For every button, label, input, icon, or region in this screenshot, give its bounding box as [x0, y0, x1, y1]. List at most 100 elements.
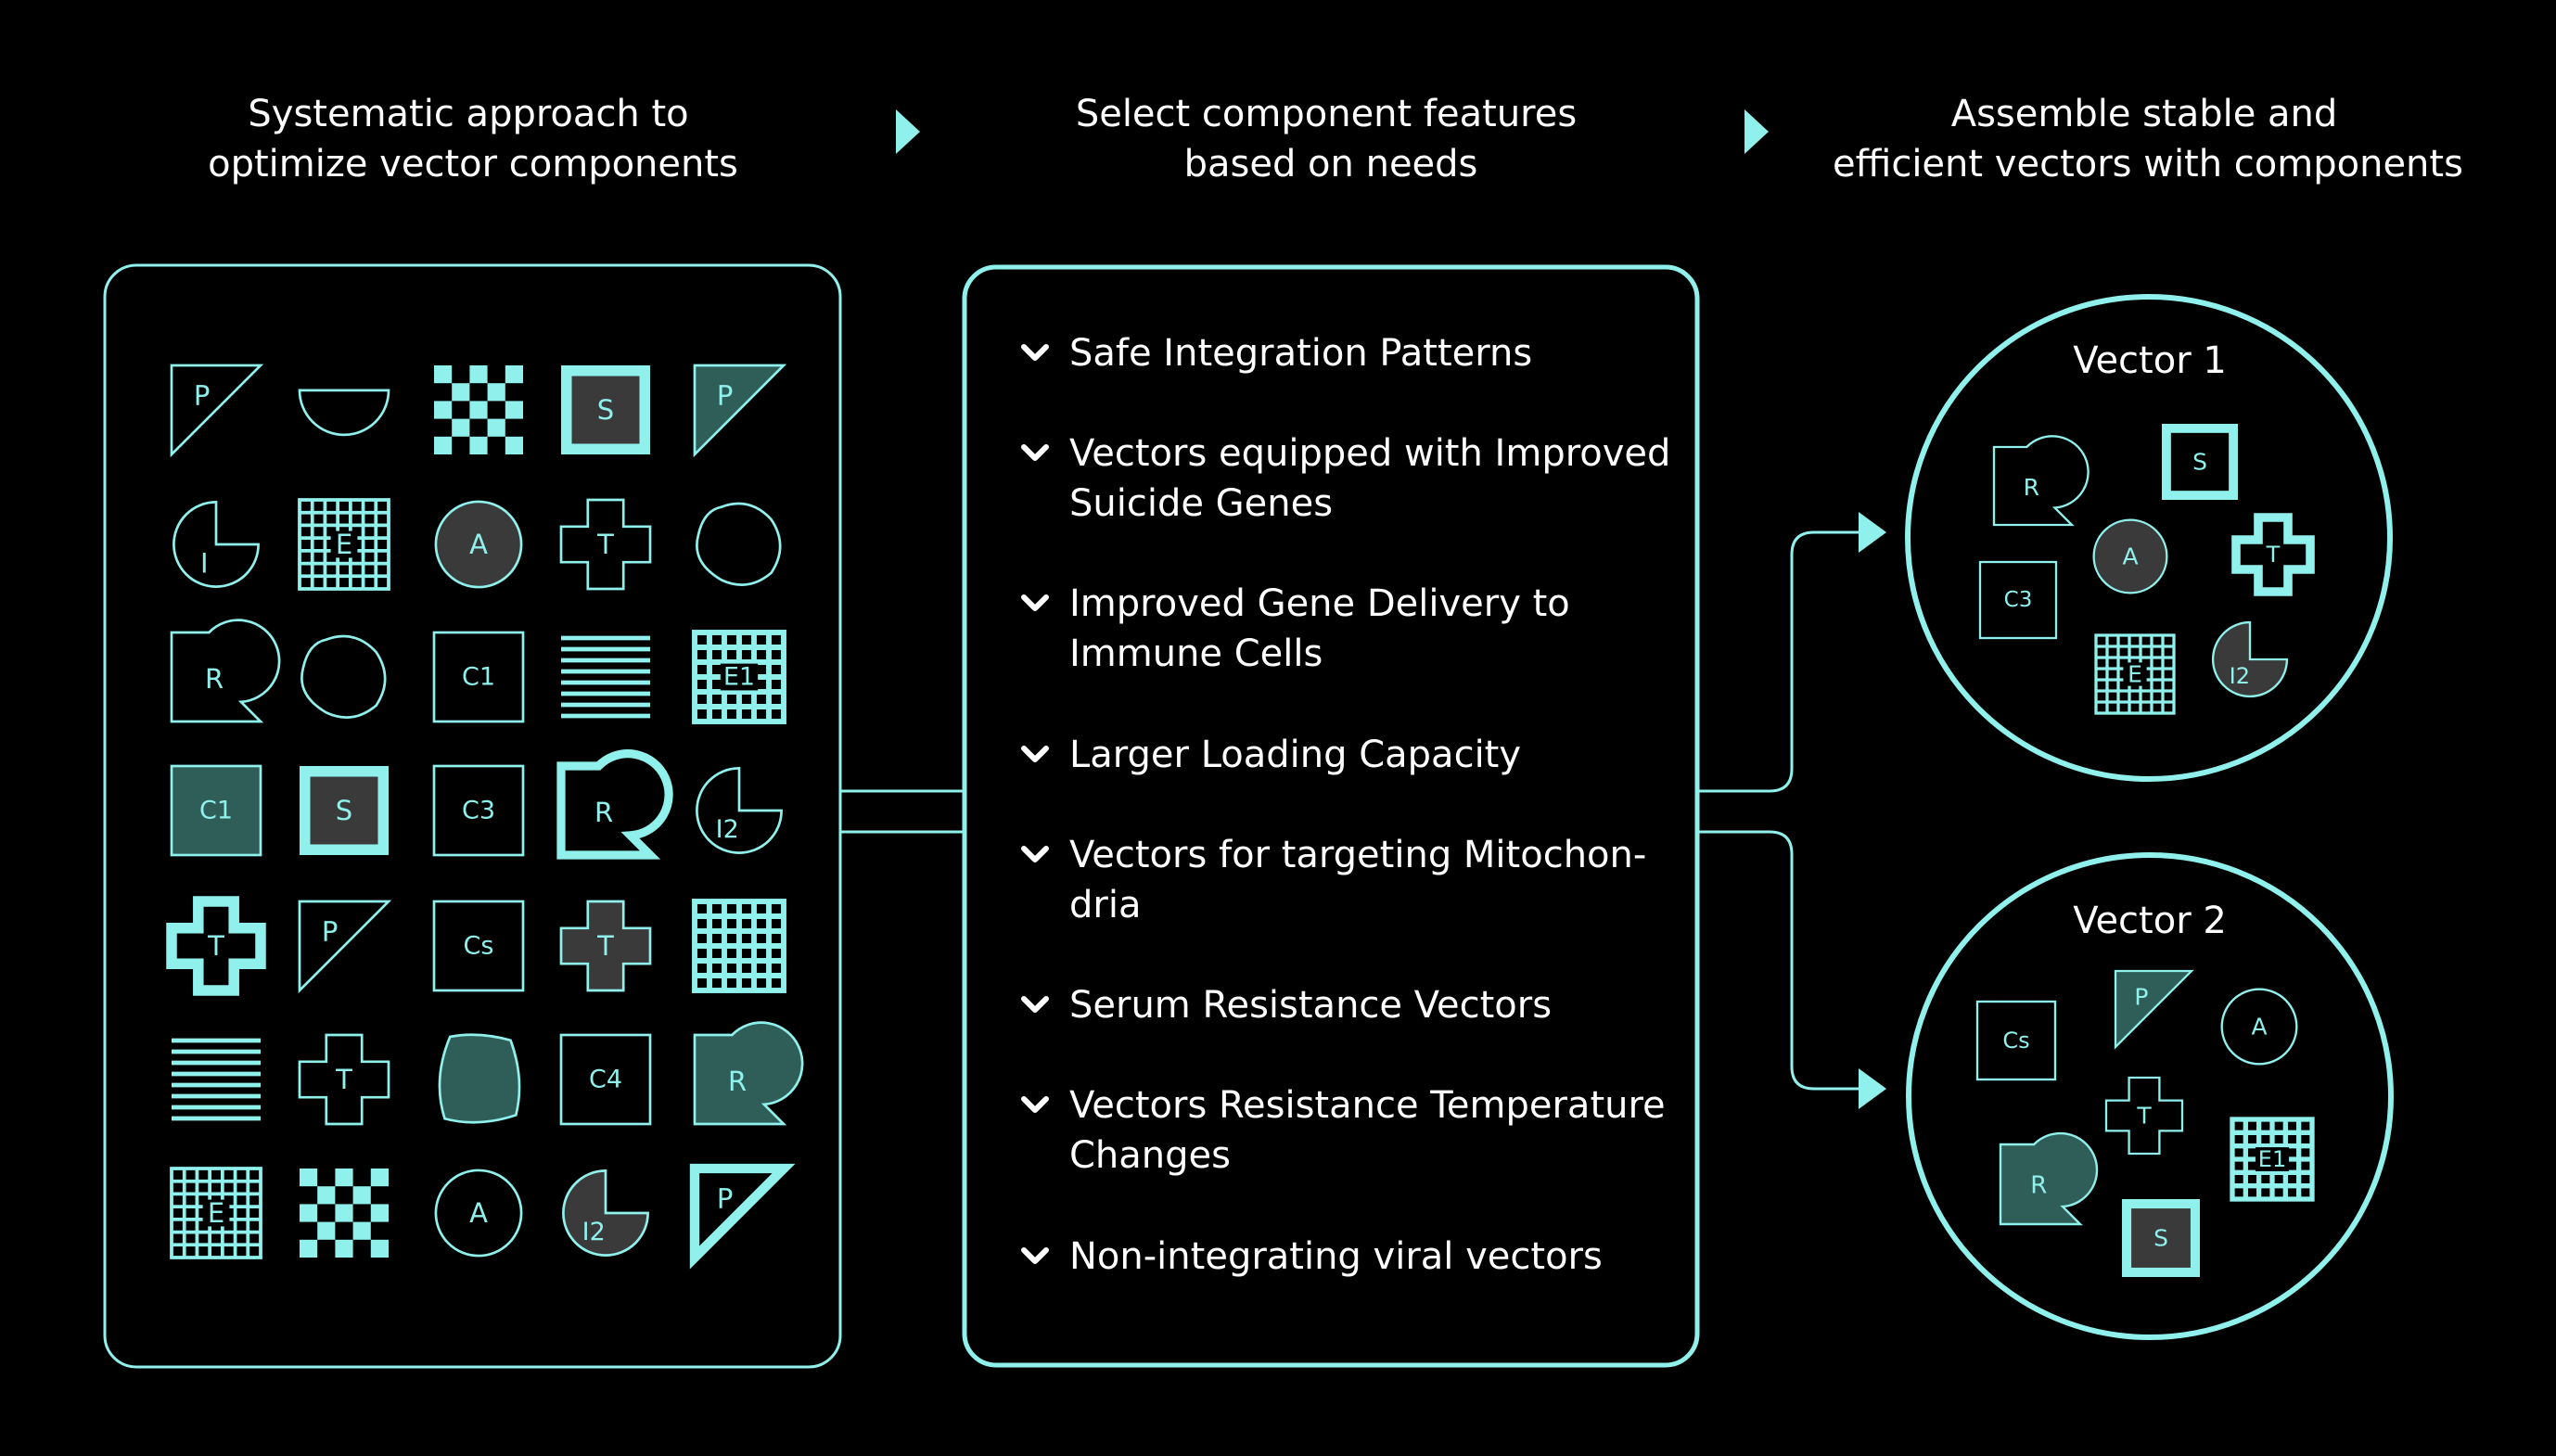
- step-2-line-1: Select component features: [1076, 93, 1577, 135]
- feature-text: Non-integrating viral vectors: [1069, 1235, 1603, 1278]
- feature-text: Serum Resistance Vectors: [1069, 984, 1552, 1027]
- feature-item-4[interactable]: Larger Loading Capacity: [1021, 734, 1521, 776]
- chevron-down-icon[interactable]: [1021, 594, 1049, 611]
- feature-item-6[interactable]: Serum Resistance Vectors: [1021, 984, 1552, 1027]
- library-r6-c2-cross-outline: [298, 1033, 390, 1126]
- vector-2-circle: [1906, 852, 2394, 1340]
- library-r7-c1-grid-border: [170, 1167, 262, 1259]
- library-r6-c3-rounded-square-outline: [438, 1033, 521, 1124]
- library-r1-c3-checker-cell: [469, 436, 488, 454]
- library-r3-c2-blob-icon: [300, 634, 387, 719]
- vector-2-component-3-circle-icon: A: [2220, 988, 2298, 1066]
- chevron-down-icon[interactable]: [1021, 344, 1049, 361]
- chevron-down-icon[interactable]: [1021, 746, 1049, 762]
- library-r1-c3-checker-cell: [505, 401, 523, 419]
- step-header-3: Assemble stable and efficient vectors wi…: [1833, 93, 2463, 185]
- library-r1-c3-checker-cell: [487, 418, 505, 437]
- feature-item-8[interactable]: Non-integrating viral vectors: [1021, 1235, 1603, 1278]
- library-r5-c5-thick-grid-icon: [692, 899, 786, 993]
- library-r2-c3-circle-outline: [434, 500, 523, 589]
- feature-item-1[interactable]: Safe Integration Patterns: [1021, 332, 1532, 375]
- library-r4-c1-square-outline: [170, 764, 262, 857]
- step-1-line-2: optimize vector components: [208, 143, 738, 185]
- vector-1-component-5-label: C3: [2004, 588, 2033, 612]
- library-r7-c5-thick-triangle-icon: P: [689, 1163, 796, 1270]
- feature-text: Safe Integration Patterns: [1069, 332, 1532, 375]
- feature-text: dria: [1069, 884, 1141, 926]
- chevron-down-icon[interactable]: [1021, 1247, 1049, 1264]
- vector-2-component-2-triangle-icon: P: [2114, 969, 2194, 1050]
- step-3-line-2: efficient vectors with components: [1833, 143, 2463, 185]
- vector-2-component-1-square-outline: [1975, 1000, 2057, 1081]
- library-r4-c4-thick-bubble-icon: R: [556, 749, 673, 860]
- vector-2-component-3-circle-outline: [2220, 988, 2298, 1066]
- library-r1-c3-checker-cell: [505, 436, 523, 454]
- library-r5-c1-label: T: [207, 930, 224, 962]
- chevron-down-icon[interactable]: [1021, 996, 1049, 1013]
- vector-1-component-7-pacman-outline: [2211, 620, 2289, 698]
- library-r6-c1-lines-icon: [172, 1038, 261, 1121]
- library-r1-c1-label: P: [194, 380, 211, 412]
- vector-2-component-4-label: T: [2136, 1103, 2152, 1130]
- library-r7-c2-checker-cell: [370, 1169, 389, 1187]
- library-r7-c3-circle-outline: [434, 1169, 523, 1258]
- library-r6-c4-square-icon: C4: [559, 1033, 652, 1126]
- connector-to-vector-1: [1697, 530, 1860, 793]
- vector-1-title: Vector 1: [2073, 339, 2227, 382]
- library-r7-c2-checker-cell: [335, 1169, 353, 1187]
- feature-text: Suicide Genes: [1069, 482, 1333, 525]
- library-r6-c5-bubble-outline: [693, 1021, 804, 1126]
- library-r7-c2-checker-cell: [370, 1204, 389, 1222]
- library-r7-c4-pacman-outline: [562, 1169, 649, 1257]
- library-r3-c4-lines-icon: [561, 635, 650, 719]
- library-r4-c4-label: R: [594, 797, 613, 828]
- vector-1-component-2-label: S: [2192, 449, 2207, 476]
- library-r1-c2-half-circle-outline: [298, 389, 390, 437]
- library-r1-c3-checker-cell: [469, 401, 488, 419]
- library-r1-c5-label: P: [717, 380, 734, 412]
- library-r7-c2-checker-cell: [352, 1221, 371, 1240]
- vector-1-component-7-label: I2: [2230, 663, 2250, 689]
- library-r4-c5-label: I2: [716, 815, 739, 844]
- library-r2-c1-pacman-icon: I: [173, 501, 260, 588]
- library-r2-c3-circle-icon: A: [434, 500, 523, 589]
- vector-1-circle: [1905, 294, 2393, 782]
- vector-2-component-4-cross-outline: [2104, 1076, 2184, 1156]
- library-r1-c5-triangle-icon: P: [693, 364, 787, 458]
- library-r7-c2-checker-icon: [300, 1169, 389, 1258]
- library-r2-c2-grid-label-bg: [330, 530, 358, 558]
- library-r5-c2-triangle-outline: [298, 900, 392, 994]
- vector-2-component-7-label: S: [2153, 1225, 2168, 1252]
- library-r5-c3-label: Cs: [464, 932, 494, 961]
- vector-2-component-1-label: Cs: [2002, 1028, 2029, 1054]
- vector-2-component-6-bubble-icon: R: [1999, 1131, 2099, 1226]
- vector-1-component-3-label: A: [2122, 543, 2138, 570]
- library-r7-c5-label: P: [717, 1183, 734, 1215]
- library-r5-c3-square-outline: [432, 900, 525, 992]
- arrow-to-vector-2: [1859, 1068, 1886, 1109]
- library-r2-c2-grid-icon: E: [298, 498, 390, 591]
- vector-2-component-2-triangle-outline: [2114, 969, 2194, 1050]
- library-r4-c2-square-outline: [300, 766, 390, 856]
- vector-2-component-7-square-outline: [2122, 1199, 2201, 1278]
- feature-item-5[interactable]: Vectors for targeting Mitochon-dria: [1021, 834, 1646, 926]
- library-r7-c2-checker-cell: [335, 1204, 353, 1222]
- feature-selection-panel: [962, 264, 1700, 1368]
- vector-1-component-1-bubble-outline: [1992, 435, 2090, 527]
- vector-2-component-1-square-icon: Cs: [1975, 1000, 2057, 1081]
- library-r4-c3-square-outline: [432, 764, 525, 857]
- library-r2-c5-blob-outline: [696, 502, 782, 586]
- chevron-down-icon[interactable]: [1021, 444, 1049, 461]
- library-r7-c2-checker-cell: [300, 1169, 318, 1187]
- library-r1-c1-triangle-icon: P: [170, 364, 264, 458]
- library-r7-c2-checker-cell: [300, 1204, 318, 1222]
- chevron-down-icon[interactable]: [1021, 846, 1049, 862]
- vector-1-component-6-grid-icon: E: [2094, 633, 2176, 715]
- library-r7-c2-checker-cell: [317, 1186, 336, 1205]
- library-r7-c1-grid-icon: E: [170, 1167, 262, 1259]
- chevron-down-icon[interactable]: [1021, 1096, 1049, 1113]
